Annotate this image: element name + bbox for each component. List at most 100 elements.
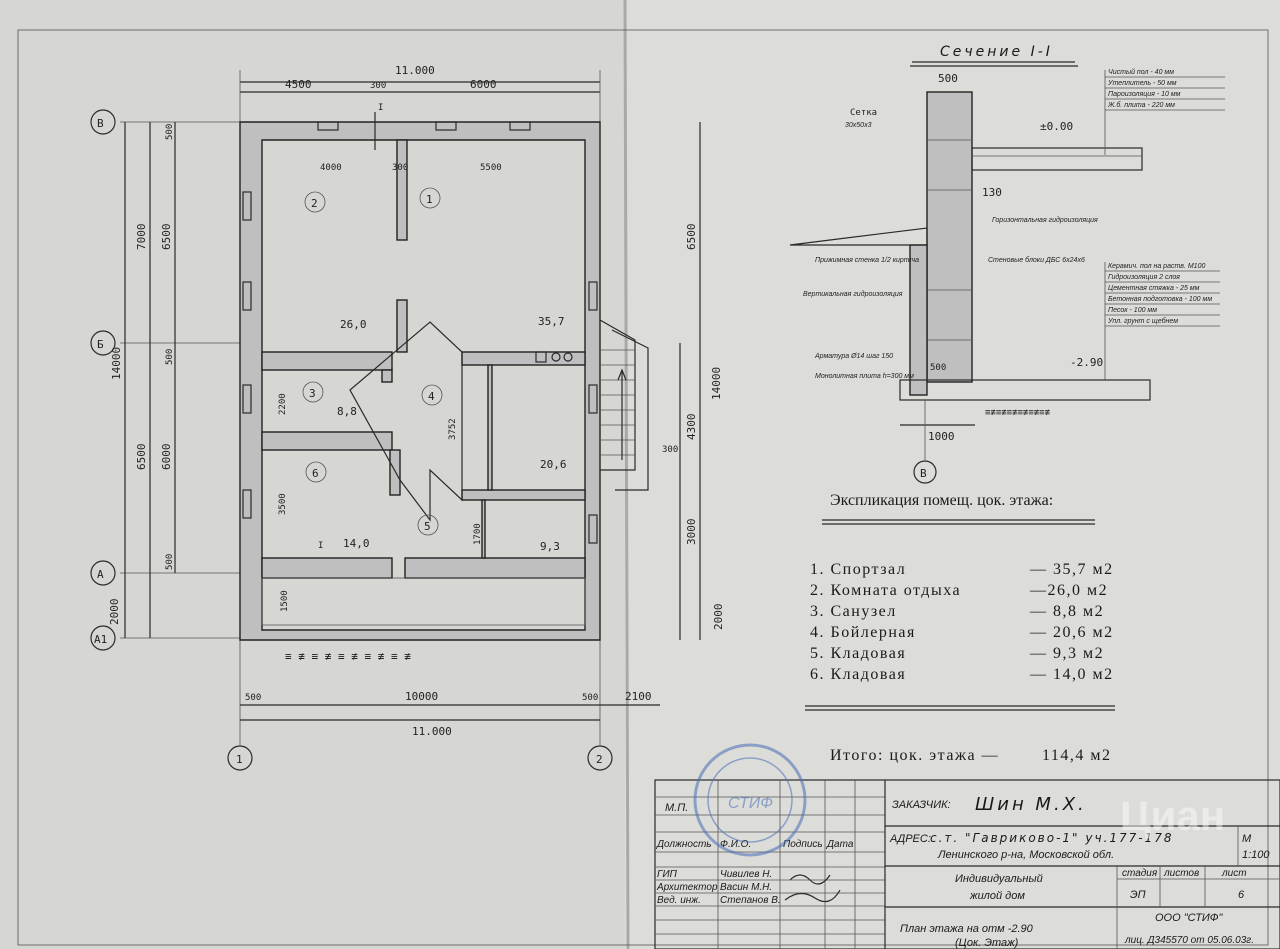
sheets-label: листов (1163, 868, 1199, 879)
mp-label: М.П. (665, 802, 688, 814)
blind-area (789, 227, 928, 246)
note-wall-blocks: Стеновые блоки ДБС 6х24х6 (988, 256, 1085, 264)
sheet-label: лист (1221, 868, 1247, 879)
room-number: 6 (312, 467, 319, 480)
dim-room-6: 3500 (278, 493, 288, 515)
staff-role: Вед. инж. (657, 895, 701, 906)
layer-item: Упл. грунт с щебнем (1107, 317, 1178, 325)
room-area: 14,0 (343, 537, 370, 550)
axis-label: 1 (236, 753, 243, 766)
room-explication: Экспликация помещ. цок. этажа: 1. Спортз… (805, 492, 1115, 764)
customer-name: Шин М.Х. (975, 794, 1087, 815)
dim-top-1: 4500 (285, 78, 312, 91)
layer-item: Песок - 100 мм (1108, 307, 1157, 314)
dim-left-3: 2000 (108, 599, 121, 626)
dim-left-inner-1: 6500 (160, 224, 173, 251)
room-number: 5 (424, 520, 431, 533)
floor-plan: 11.000 4500 300 6000 14000 7000 6500 200… (90, 64, 725, 771)
dim-right-1: 6500 (685, 224, 698, 251)
ground-hatch: ≡ ≢ ≡ ≢ ≡ ≢ ≡ ≢ ≡ ≢ (285, 650, 411, 663)
explication-item-label: 2. Комната отдыха (810, 582, 961, 599)
note-horizontal-waterproofing: Горизонтальная гидроизоляция (992, 216, 1098, 224)
layer-item: Утеплитель - 50 мм (1107, 80, 1177, 87)
dim-overall-height: 14000 (110, 347, 123, 380)
paper-fold (623, 0, 630, 949)
explication-item-area: — 8,8 м2 (1029, 603, 1104, 620)
mesh-size: 30х50х3 (845, 122, 872, 129)
dim-pit: 1500 (280, 590, 290, 612)
axis-marker-row: В Б А А1 1 2 (90, 109, 613, 771)
dim-bottom-3: 500 (582, 693, 598, 703)
section-detail: Сечение I-I 500 Сетка 30х50х3 ±0.00 130 … (789, 44, 1225, 484)
dim-left-small-2: 500 (165, 349, 175, 365)
dim-inner-3: 5500 (480, 163, 502, 173)
layer-item: Ж.б. плита - 220 мм (1107, 101, 1175, 109)
room-area: 26,0 (340, 318, 367, 331)
note-slab: Монолитная плита h=300 мм (815, 373, 914, 380)
total-value: 114,4 м2 (1042, 747, 1112, 764)
staff-name: Васин М.Н. (720, 882, 772, 893)
dim-130: 130 (982, 186, 1002, 199)
room-number: 1 (426, 193, 433, 206)
stamp-text: СТИФ (728, 795, 773, 812)
dim-right-3: 3000 (685, 519, 698, 546)
address-label: АДРЕС: (889, 833, 931, 845)
explication-item-label: 5. Кладовая (810, 645, 906, 662)
col-date: Дата (826, 839, 854, 850)
axis-label: В (97, 117, 104, 130)
company-license: лиц. Д345570 от 05.06.03г. (1124, 935, 1254, 946)
dim-room-4: 3752 (448, 418, 458, 440)
layer-item: Чистый пол - 40 мм (1108, 68, 1174, 76)
section-mark: I (318, 541, 323, 551)
layer-item: Керамич. пол на раств. М100 (1108, 263, 1205, 270)
company-name: ООО "СТИФ" (1155, 912, 1224, 924)
base-slab (899, 379, 1151, 401)
section-axis-label: В (920, 467, 927, 480)
mesh-label: Сетка (850, 108, 877, 118)
wall-section (926, 91, 973, 383)
dim-left-1: 7000 (135, 224, 148, 251)
watermark: Циан (1120, 792, 1225, 839)
dim-right-2: 4300 (685, 414, 698, 441)
dim-500: 500 (930, 363, 946, 373)
explication-item-label: 1. Спортзал (810, 561, 906, 578)
section-title: Сечение I-I (940, 44, 1053, 60)
stairs[interactable] (599, 319, 649, 491)
room-number: 4 (428, 390, 435, 403)
sheet-frame (17, 29, 1269, 946)
dim-stair: 300 (662, 445, 678, 455)
boiler-room-outline (349, 321, 463, 522)
room-area: 9,3 (540, 540, 560, 553)
note-protective-wall: Прижимная стенка 1/2 кирпича (815, 257, 919, 264)
dim-1000: 1000 (928, 430, 955, 443)
explication-item-area: — 20,6 м2 (1029, 624, 1114, 641)
dim-left-small-3: 500 (165, 554, 175, 570)
total-label: Итого: цок. этажа — (830, 747, 999, 764)
dim-bottom-overall: 11.000 (412, 725, 452, 738)
dim-top-3: 6000 (470, 78, 497, 91)
dim-right-4: 2000 (712, 604, 725, 631)
axis-label: А (97, 568, 104, 581)
axis-label: 2 (596, 753, 603, 766)
dim-bottom-1: 500 (245, 693, 261, 703)
room-area: 35,7 (538, 315, 565, 328)
dim-room-5: 1700 (473, 523, 483, 545)
stage-value: ЭП (1130, 889, 1146, 901)
dim-left-small-1: 500 (165, 124, 175, 140)
explication-title: Экспликация помещ. цок. этажа: (830, 492, 1053, 509)
address-line2: Ленинского р-на, Московской обл. (937, 849, 1114, 861)
dim-left-inner-2: 6000 (160, 444, 173, 471)
customer-label: ЗАКАЗЧИК: (892, 799, 951, 811)
dim-inner-2: 300 (392, 163, 408, 173)
signature (784, 874, 841, 903)
explication-item-area: — 14,0 м2 (1029, 666, 1114, 683)
staff-role: Архитектор (656, 882, 718, 893)
explication-item-label: 6. Кладовая (810, 666, 906, 683)
level-bottom: -2.90 (1070, 356, 1103, 369)
dim-left-2: 6500 (135, 444, 148, 471)
ground-hatch: ≡≢≡≢≡≢≡≢≡≢≡≢ (985, 408, 1051, 418)
drawing-subtitle: (Цок. Этаж) (955, 937, 1019, 949)
drawing-title: План этажа на отм -2.90 (900, 923, 1034, 935)
room-number: 3 (309, 387, 316, 400)
level-zero: ±0.00 (1040, 120, 1073, 133)
